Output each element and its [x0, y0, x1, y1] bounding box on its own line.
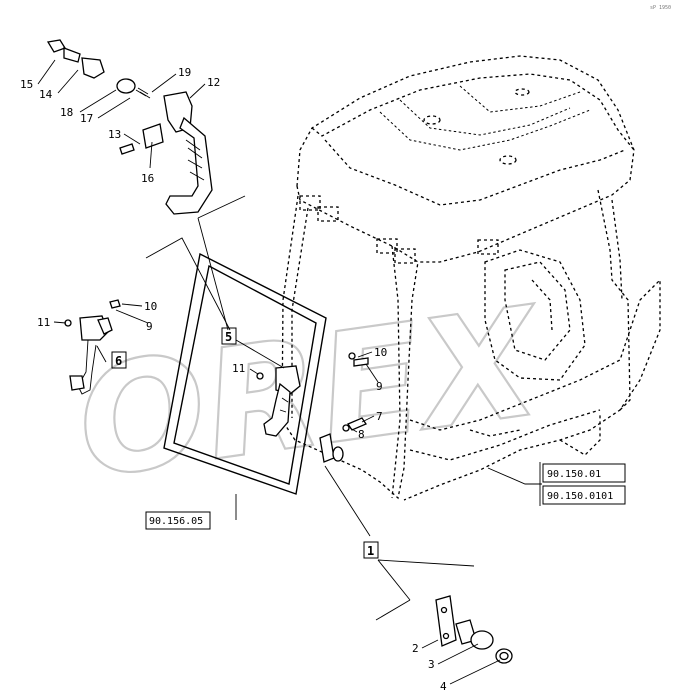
svg-text:5: 5 [225, 330, 232, 344]
door-frame [163, 252, 327, 495]
callout-15: 15 [20, 78, 33, 91]
door-hinge [319, 417, 367, 463]
callout-9-handle: 9 [376, 380, 383, 393]
box-6: 6 [111, 351, 127, 369]
svg-text:6: 6 [115, 354, 122, 368]
callout-19: 19 [178, 66, 191, 79]
leader-lines [37, 59, 542, 685]
callout-3: 3 [428, 658, 435, 671]
ref-90-150-01: 90.150.01 [542, 463, 626, 483]
box-1: 1 [363, 541, 379, 559]
ref-90-156-05: 90.156.05 [145, 511, 211, 530]
callout-2: 2 [412, 642, 419, 655]
callout-16: 16 [141, 172, 154, 185]
interior-latch [64, 299, 121, 395]
svg-text:1: 1 [367, 544, 374, 558]
grab-handle-assembly [46, 39, 213, 215]
callout-10-latch: 10 [144, 300, 157, 313]
callout-13: 13 [108, 128, 121, 141]
callout-11-handle: 11 [232, 362, 245, 375]
callout-10-handle: 10 [374, 346, 387, 359]
corner-code: sP 1950 [650, 5, 671, 11]
hinge-detail [435, 595, 513, 664]
callout-12: 12 [207, 76, 220, 89]
callout-numbers: 15 14 18 17 19 12 13 16 11 10 9 11 10 9 … [20, 66, 447, 693]
callout-7: 7 [376, 410, 383, 423]
door-handle [256, 352, 369, 437]
callout-8: 8 [358, 428, 365, 441]
callout-14: 14 [39, 88, 53, 101]
callout-18: 18 [60, 106, 73, 119]
svg-text:90.150.01: 90.150.01 [547, 469, 601, 480]
callout-4: 4 [440, 680, 447, 693]
svg-text:90.150.0101: 90.150.0101 [547, 491, 613, 502]
callout-17: 17 [80, 112, 93, 125]
callout-9-latch: 9 [146, 320, 153, 333]
callout-11-latch: 11 [37, 316, 50, 329]
box-5: 5 [221, 327, 237, 345]
svg-text:90.156.05: 90.156.05 [149, 516, 203, 527]
ref-90-150-0101: 90.150.0101 [542, 485, 626, 505]
